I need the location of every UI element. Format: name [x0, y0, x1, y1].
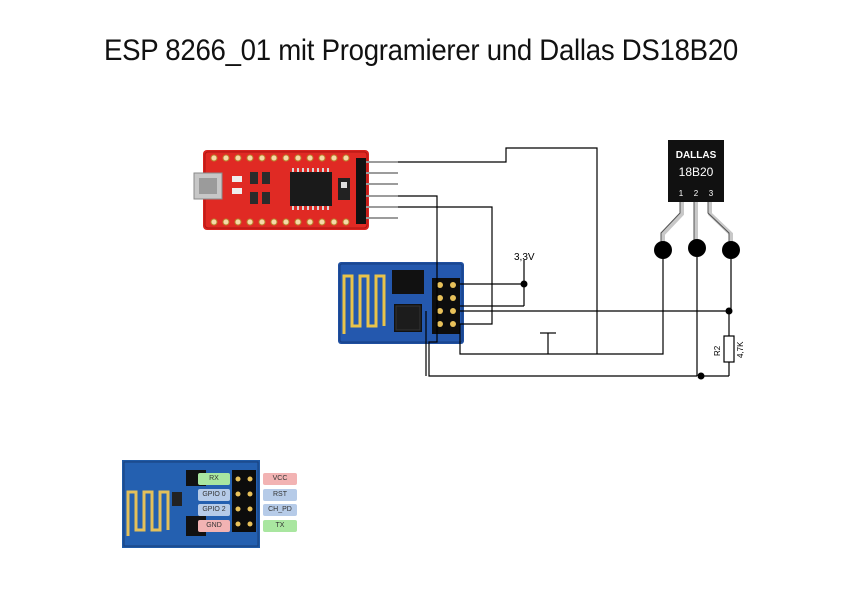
sensor-model: 18B20	[679, 165, 714, 179]
sensor-terminal-1	[654, 241, 672, 259]
pin-label-vcc: VCC	[263, 473, 297, 485]
sensor-brand: DALLAS	[676, 150, 717, 161]
resistor-r2: R2 4,7K	[701, 311, 745, 377]
ftdi-programmer-board	[193, 150, 398, 230]
pin-label-rst: RST	[263, 489, 297, 501]
pin-label-gpio2: GPIO 2	[198, 504, 230, 516]
esp01-pinout-board	[122, 460, 260, 548]
sensor-pin-1: 1	[679, 189, 684, 198]
sensor-terminal-2	[688, 239, 706, 257]
pin-label-rx: RX	[198, 473, 230, 485]
pin-label-ch-pd: CH_PD	[263, 504, 297, 516]
power-label: 3,3V	[514, 252, 535, 263]
resistor-name: R2	[713, 345, 722, 356]
sensor-terminal-3	[722, 241, 740, 259]
diagram-title: ESP 8266_01 mit Programierer und Dallas …	[104, 34, 738, 67]
esp01-module	[338, 262, 464, 344]
ds18b20-sensor: DALLAS 18B20 1 2 3	[654, 140, 740, 259]
pin-label-tx: TX	[263, 520, 297, 532]
sensor-pin-3: 3	[709, 189, 714, 198]
pin-label-gpio0: GPIO 0	[198, 489, 230, 501]
pin-label-gnd: GND	[198, 520, 230, 532]
junction-3v3	[520, 280, 528, 288]
sensor-pin-2: 2	[694, 189, 699, 198]
wiring	[398, 147, 732, 377]
resistor-value: 4,7K	[736, 341, 745, 358]
